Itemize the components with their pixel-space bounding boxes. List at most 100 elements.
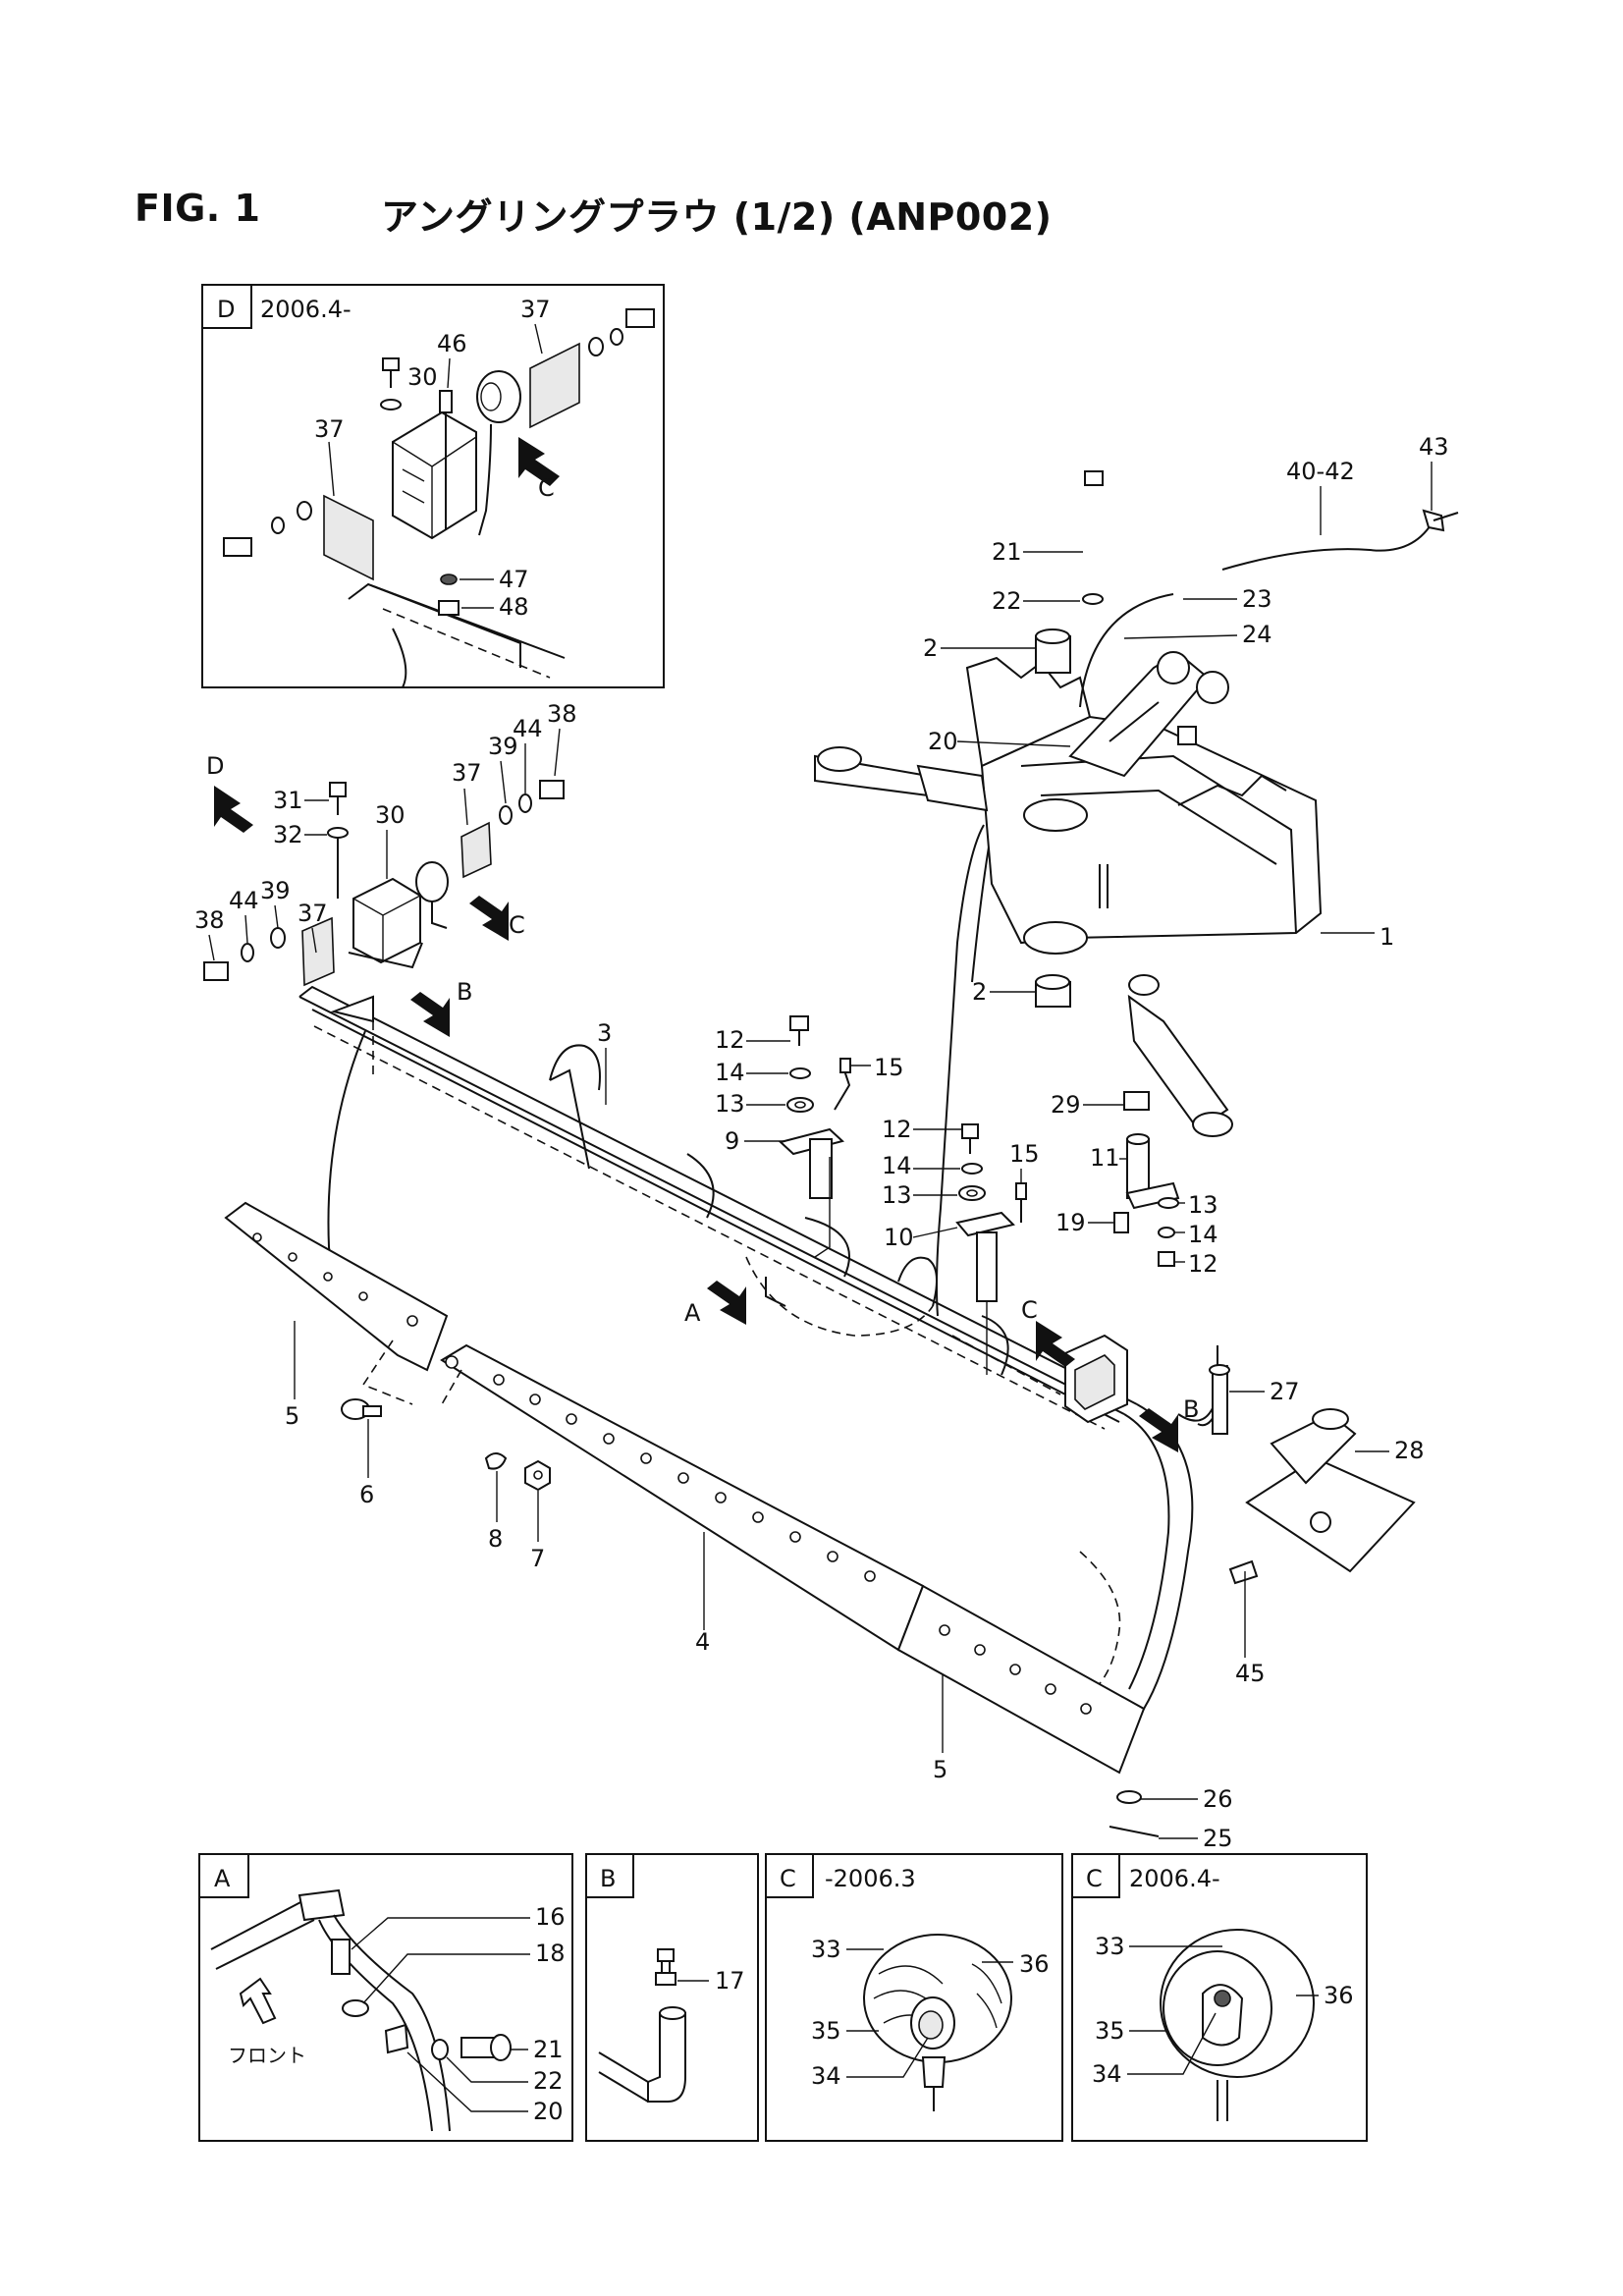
label-40-42: 40-42 [1286, 458, 1355, 485]
figure-number: FIG. 1 [135, 187, 261, 230]
label-37-right: 37 [452, 759, 482, 787]
arrow-c-right-label: C [1021, 1296, 1038, 1324]
right-lamp: C B A [684, 1281, 1199, 1452]
inset-b-17: 17 [715, 1967, 745, 1995]
cutting-edge-left [224, 1201, 449, 1405]
label-8: 8 [488, 1525, 503, 1553]
inset-c-old: C -2006.3 33 36 35 34 [765, 1853, 1063, 2142]
label-2-bottom: 2 [972, 978, 987, 1006]
mount-frame [814, 470, 1459, 1267]
center-hardware [778, 1015, 1027, 1375]
inset-c-old-35: 35 [811, 2017, 841, 2045]
label-22: 22 [992, 587, 1022, 615]
inset-a-20: 20 [533, 2098, 564, 2125]
label-19: 19 [1055, 1209, 1086, 1236]
inset-c-new-35: 35 [1095, 2017, 1125, 2045]
label-5-left: 5 [285, 1402, 299, 1430]
label-12-b: 12 [882, 1116, 912, 1143]
inset-c-old-36: 36 [1019, 1950, 1050, 1978]
label-27: 27 [1270, 1378, 1300, 1405]
inset-a: A フロント 16 18 21 22 20 [198, 1853, 573, 2142]
inset-d-48: 48 [499, 593, 529, 621]
label-5-right: 5 [933, 1756, 947, 1783]
label-11: 11 [1090, 1144, 1120, 1172]
right-hitch [1109, 1364, 1416, 1837]
label-44-left: 44 [229, 887, 259, 914]
label-4: 4 [695, 1628, 710, 1656]
label-2-top: 2 [923, 634, 938, 662]
label-14-b: 14 [882, 1152, 912, 1179]
label-20: 20 [928, 728, 958, 755]
label-12-a: 12 [715, 1026, 745, 1054]
cutting-edge-middle [440, 1343, 925, 1652]
inset-c-new-tag: C [1086, 1865, 1103, 1892]
label-24: 24 [1242, 621, 1272, 648]
label-25: 25 [1203, 1825, 1233, 1852]
label-13-c: 13 [1188, 1191, 1218, 1219]
label-38-right: 38 [547, 700, 577, 728]
inset-d-date: 2006.4- [260, 296, 352, 323]
label-9: 9 [725, 1127, 739, 1155]
inset-c-new-33: 33 [1095, 1933, 1125, 1960]
inset-c-old-tag: C [780, 1865, 796, 1892]
label-39-right: 39 [488, 733, 518, 760]
label-15-b: 15 [1009, 1140, 1040, 1168]
arrow-a-label: A [684, 1299, 701, 1327]
inset-c-old-date: -2006.3 [825, 1865, 916, 1892]
arrow-b-right-label: B [1183, 1395, 1199, 1423]
label-10: 10 [884, 1224, 914, 1251]
part-labels: 1 2 2 3 4 5 5 6 7 8 9 10 11 12 12 12 13 … [194, 433, 1449, 1852]
label-29: 29 [1051, 1091, 1081, 1119]
label-13-a: 13 [715, 1090, 745, 1118]
label-43: 43 [1419, 433, 1449, 461]
label-14-a: 14 [715, 1059, 745, 1086]
label-37-left: 37 [298, 900, 328, 927]
figure-title: アングリングプラウ (1/2) (ANP002) [381, 195, 1053, 239]
label-38-left: 38 [194, 906, 225, 934]
label-30: 30 [375, 801, 406, 829]
label-39-left: 39 [260, 877, 291, 904]
label-44-right: 44 [513, 715, 543, 742]
label-15-a: 15 [874, 1054, 904, 1081]
label-31: 31 [273, 787, 303, 814]
inset-d-tag: D [217, 296, 235, 323]
inset-a-22: 22 [533, 2067, 564, 2095]
label-3: 3 [597, 1019, 612, 1047]
inset-d-c-label: C [538, 474, 555, 502]
label-1: 1 [1380, 923, 1394, 951]
inset-d-30: 30 [407, 363, 438, 391]
inset-a-tag: A [214, 1865, 231, 1892]
label-6: 6 [359, 1481, 374, 1508]
inset-c-old-33: 33 [811, 1936, 841, 1963]
inset-c-new-date: 2006.4- [1129, 1865, 1220, 1892]
inset-c-new-34: 34 [1092, 2060, 1122, 2088]
label-26: 26 [1203, 1785, 1233, 1813]
inset-c-new: C 2006.4- 33 36 35 34 [1071, 1853, 1368, 2142]
label-12-c: 12 [1188, 1250, 1218, 1278]
left-hardware [341, 1355, 551, 1492]
inset-d-47: 47 [499, 566, 529, 593]
inset-d: D 2006.4- C 37 [201, 284, 665, 688]
inset-b-tag: B [600, 1865, 616, 1892]
label-13-b: 13 [882, 1181, 912, 1209]
inset-b: B 17 [585, 1853, 759, 2142]
label-45: 45 [1235, 1660, 1266, 1687]
inset-c-old-34: 34 [811, 2062, 841, 2090]
inset-a-21: 21 [533, 2036, 564, 2063]
inset-a-16: 16 [535, 1903, 566, 1931]
label-21: 21 [992, 538, 1022, 566]
label-28: 28 [1394, 1437, 1425, 1464]
inset-d-37-left: 37 [314, 415, 345, 443]
arrow-c-left-label: C [509, 911, 525, 939]
label-7: 7 [530, 1545, 545, 1572]
front-direction-label: フロント [228, 2044, 306, 2067]
cutting-edge-right [896, 1584, 1146, 1775]
label-32: 32 [273, 821, 303, 848]
left-lamp-assembly: D C B [203, 752, 565, 1037]
inset-d-46: 46 [437, 330, 467, 357]
arrow-d-label: D [206, 752, 224, 780]
arrow-b-left-label: B [457, 978, 472, 1006]
inset-c-new-36: 36 [1324, 1982, 1354, 2009]
label-14-c: 14 [1188, 1221, 1218, 1248]
